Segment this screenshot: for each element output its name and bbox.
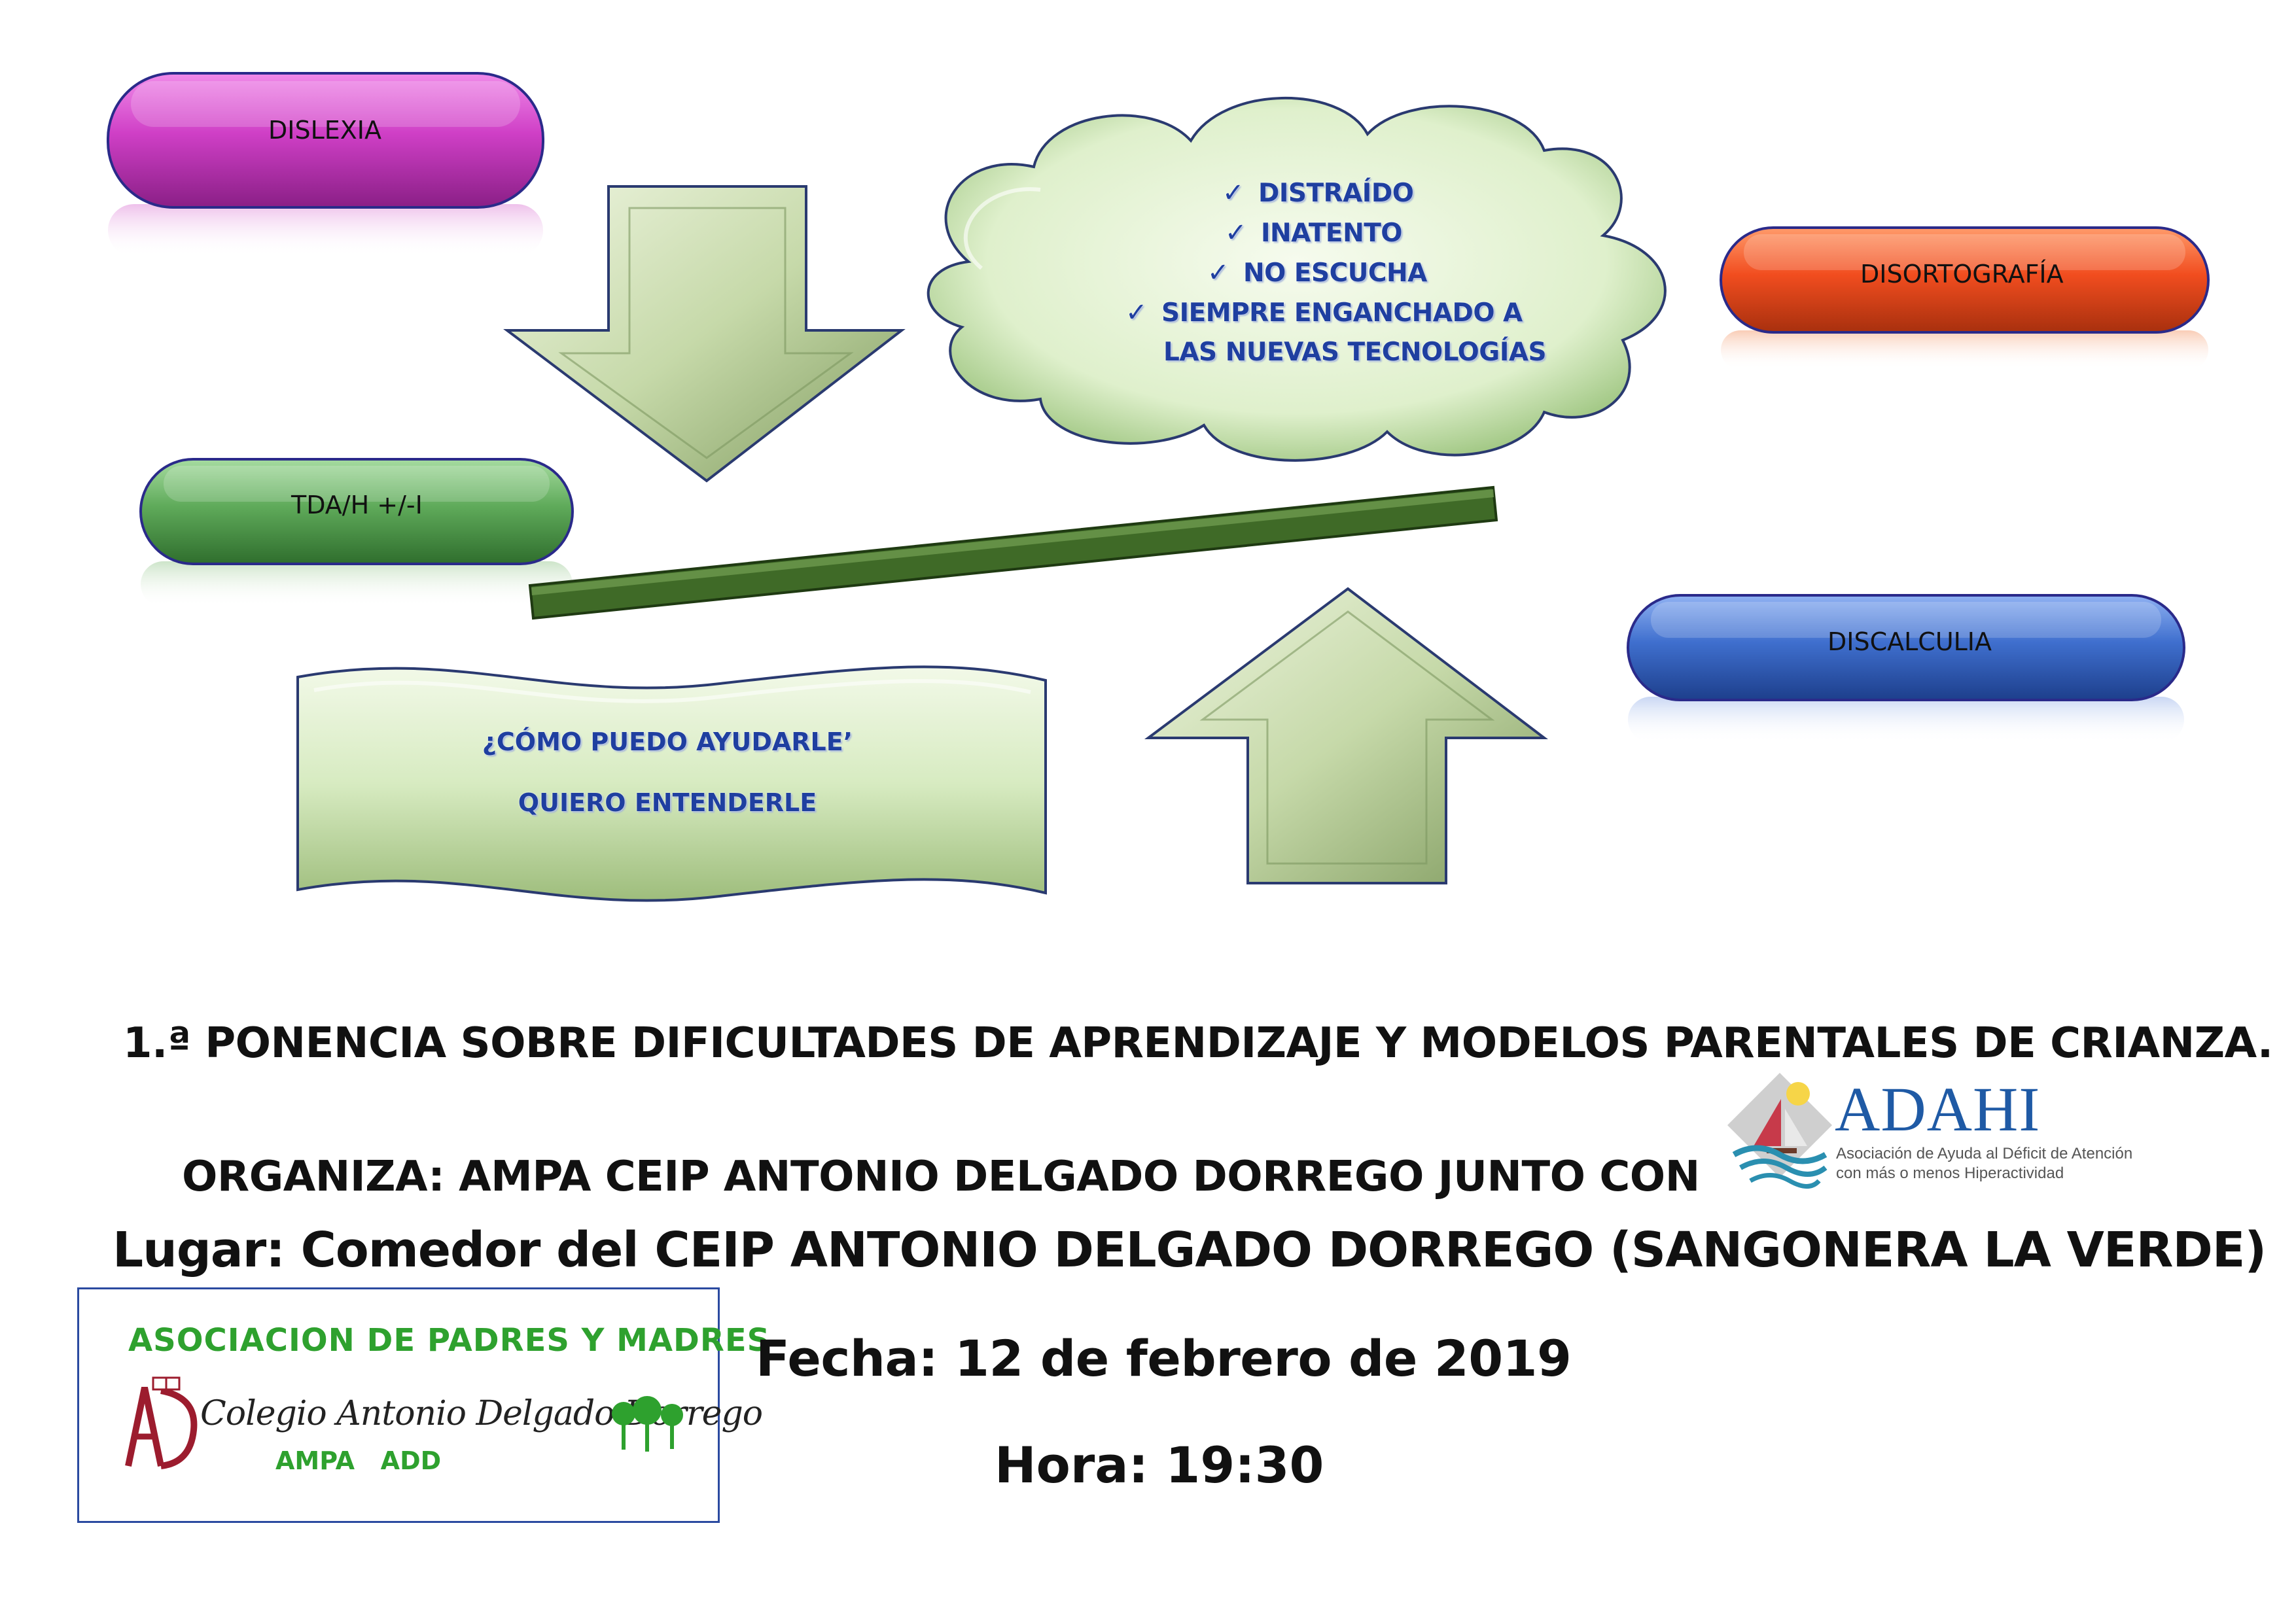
banner-line-2: QUIERO ENTENDERLE bbox=[518, 788, 817, 817]
check-icon: ✓ bbox=[1125, 298, 1148, 328]
pill-dislexia bbox=[107, 72, 544, 256]
cloud-item-3: ✓NO ESCUCHA bbox=[1207, 258, 1427, 288]
pill-label-disortografia: DISORTOGRAFÍA bbox=[1860, 260, 2064, 288]
down-arrow-icon bbox=[503, 185, 906, 483]
adahi-name: ADAHI bbox=[1835, 1074, 2041, 1144]
cloud-item-2: ✓INATENTO bbox=[1225, 218, 1402, 248]
pill-label-discalculia: DISCALCULIA bbox=[1828, 627, 1992, 656]
cloud-item-4-continued: LAS NUEVAS TECNOLOGÍAS bbox=[1163, 338, 1547, 367]
cloud-item-4: ✓SIEMPRE ENGANCHADO A bbox=[1125, 298, 1523, 328]
hora-line: Hora: 19:30 bbox=[995, 1436, 1324, 1494]
pill-discalculia bbox=[1627, 594, 2185, 742]
adahi-logo-icon bbox=[1727, 1073, 1832, 1189]
ampa-ad-monogram-icon bbox=[125, 1376, 198, 1469]
ampa-logo-sub: AMPA ADD bbox=[275, 1446, 442, 1475]
pill-tdah bbox=[139, 458, 574, 607]
cloud-item-1: ✓DISTRAÍDO bbox=[1222, 178, 1414, 208]
ampa-logo-box: ASOCIACION DE PADRES Y MADRES Colegio An… bbox=[77, 1287, 769, 1523]
trees-icon bbox=[612, 1396, 683, 1452]
check-icon: ✓ bbox=[1222, 178, 1245, 208]
fecha-line: Fecha: 12 de febrero de 2019 bbox=[756, 1329, 1572, 1387]
adahi-tagline-1: Asociación de Ayuda al Déficit de Atenci… bbox=[1836, 1145, 2133, 1162]
thought-cloud bbox=[927, 97, 1667, 462]
wavy-banner bbox=[296, 665, 1047, 902]
seesaw-bar bbox=[528, 485, 1498, 620]
banner-line-1: ¿CÓMO PUEDO AYUDARLE’ bbox=[482, 727, 853, 756]
lugar-line: Lugar: Comedor del CEIP ANTONIO DELGADO … bbox=[113, 1222, 2267, 1278]
pill-label-dislexia: DISLEXIA bbox=[268, 116, 382, 145]
check-icon: ✓ bbox=[1225, 218, 1247, 248]
adahi-tagline-2: con más o menos Hiperactividad bbox=[1836, 1164, 2064, 1182]
pill-disortografia bbox=[1720, 226, 2210, 370]
check-icon: ✓ bbox=[1207, 258, 1229, 288]
event-title: 1.ª PONENCIA SOBRE DIFICULTADES DE APREN… bbox=[123, 1019, 2273, 1068]
up-arrow-icon bbox=[1144, 587, 1548, 884]
ampa-logo-title: ASOCIACION DE PADRES Y MADRES bbox=[128, 1322, 771, 1359]
pill-label-tdah: TDA/H +/-I bbox=[291, 491, 423, 519]
organiza-line: ORGANIZA: AMPA CEIP ANTONIO DELGADO DORR… bbox=[182, 1153, 1700, 1201]
learning-difficulties-diagram bbox=[107, 72, 2210, 902]
